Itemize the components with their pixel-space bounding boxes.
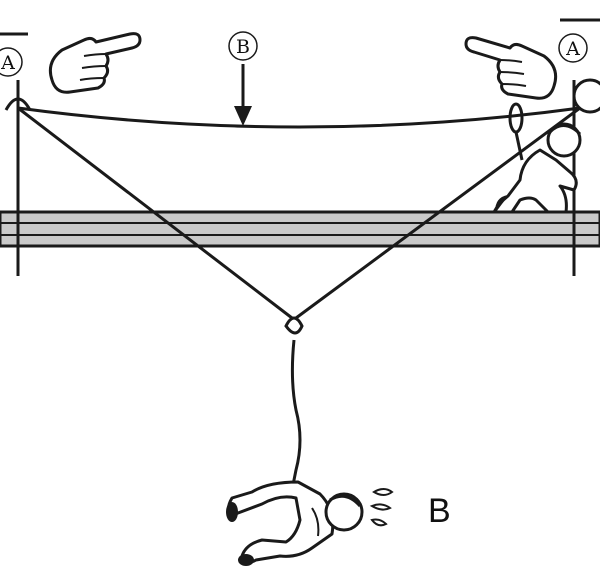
anchor-label-left-text: A <box>0 52 15 74</box>
right-anchor-ring <box>572 78 600 114</box>
arrow-down-icon <box>234 64 252 126</box>
worker-icon <box>226 480 394 566</box>
lifeline-marker: B <box>228 31 258 126</box>
deflected-lifeline-left <box>17 106 293 320</box>
beam <box>0 210 600 248</box>
left-anchor-ring <box>4 97 32 111</box>
fallen-worker-label: B <box>428 492 451 530</box>
left-stanchion <box>0 32 28 276</box>
anchor-label-right-text: A <box>565 38 580 60</box>
pointing-hand-icon <box>464 36 558 100</box>
deflected-lifeline-right <box>295 106 581 320</box>
lanyard <box>284 316 304 491</box>
horizontal-lifeline <box>17 106 581 129</box>
anchor-label-right: A <box>558 33 588 63</box>
lifeline-marker-text: B <box>236 36 250 58</box>
anchor-label-left: A <box>0 47 23 77</box>
pointing-hand-icon <box>48 32 142 94</box>
worker-icon <box>492 102 582 214</box>
